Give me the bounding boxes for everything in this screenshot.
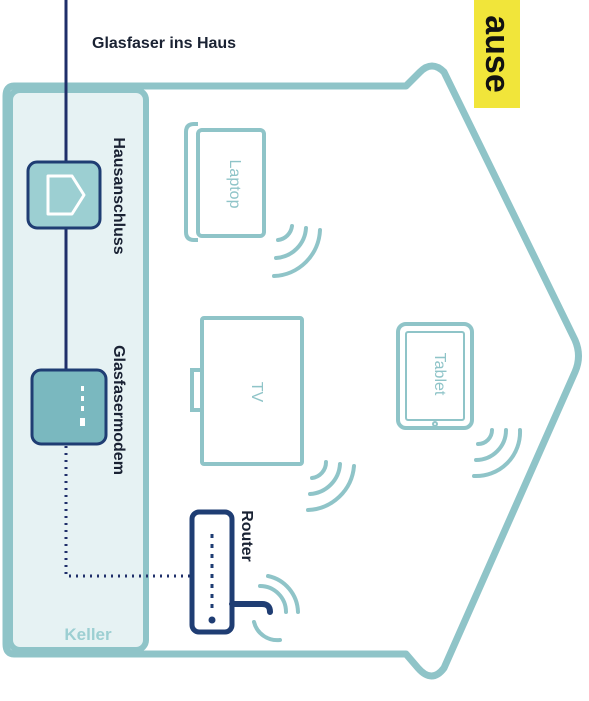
badge-text: ause — [478, 15, 516, 93]
house-icon — [46, 174, 86, 216]
modem-router-cable — [64, 446, 196, 578]
tablet-label: Tablet — [431, 353, 448, 396]
router-wifi-waves-icon — [252, 574, 300, 643]
router-label: Router — [238, 510, 255, 562]
laptop-wifi-waves-icon — [272, 224, 322, 278]
router-device — [189, 509, 273, 635]
tablet-wifi-waves-icon — [472, 428, 523, 479]
hausanschluss-device — [26, 160, 102, 230]
glasfasermodem-label: Glasfasermodem — [110, 345, 127, 475]
keller-label: Keller — [64, 625, 112, 644]
tablet-icon — [396, 322, 474, 430]
tv-label: TV — [248, 382, 265, 403]
title-label: Glasfaser ins Haus — [92, 35, 236, 52]
hausanschluss-label: Hausanschluss — [110, 137, 127, 254]
tv-icon — [190, 316, 304, 466]
house-outline — [2, 62, 582, 680]
modem-icon — [80, 386, 85, 426]
laptop-icon — [184, 122, 266, 242]
tv-wifi-waves-icon — [306, 460, 356, 512]
badge-background — [474, 0, 520, 108]
laptop-label: Laptop — [226, 160, 243, 209]
router-icon — [229, 601, 273, 615]
glasfasermodem-device — [30, 368, 108, 446]
